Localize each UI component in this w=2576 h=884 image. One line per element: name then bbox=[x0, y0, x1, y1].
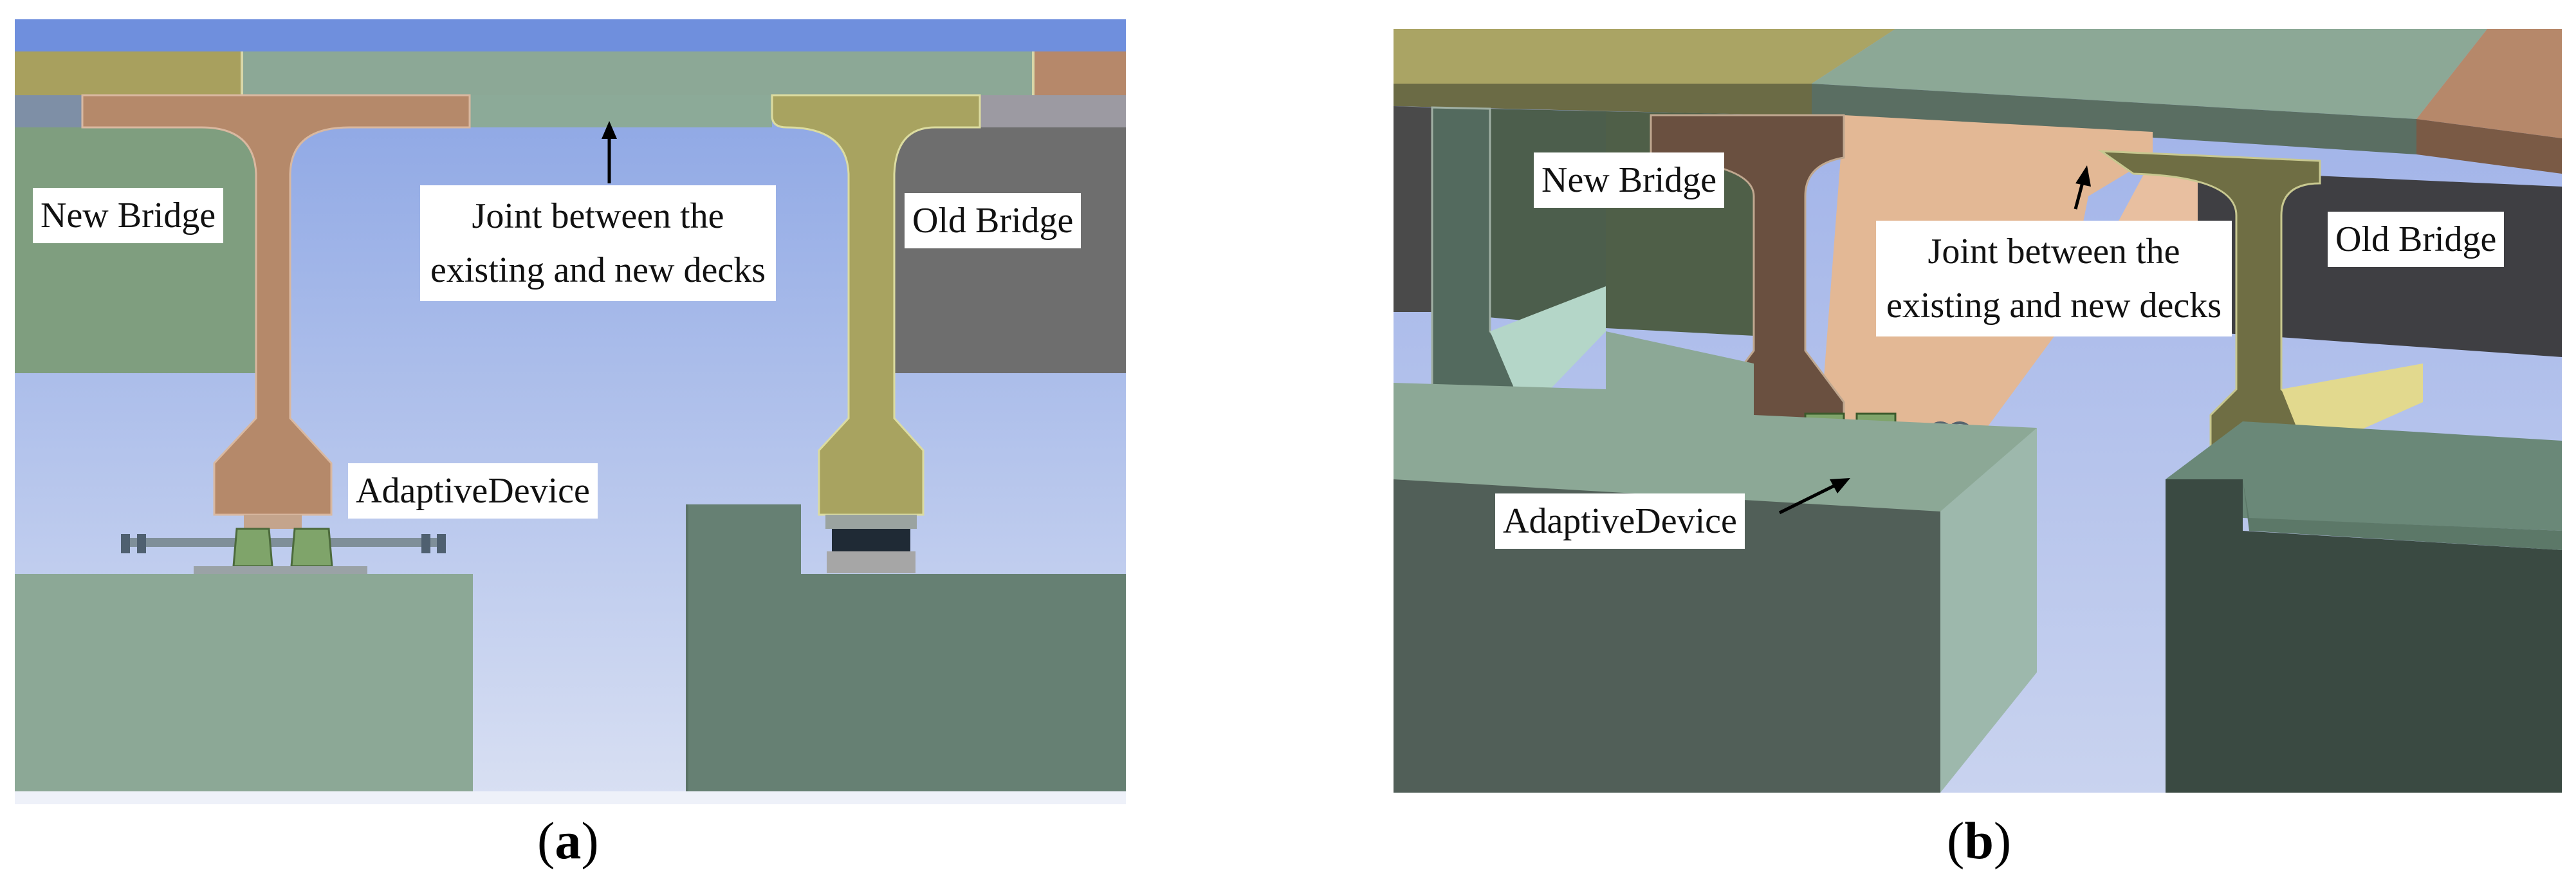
new-bridge-girder bbox=[81, 94, 471, 516]
new-bridge-pier bbox=[15, 574, 473, 804]
new-bridge-pier-side bbox=[1940, 428, 2037, 793]
new-bridge-bearing bbox=[244, 515, 302, 529]
old-bridge-label: Old Bridge bbox=[2328, 212, 2505, 267]
joint-arrow bbox=[2074, 180, 2085, 210]
adaptive-device-label: AdaptiveDevice bbox=[1495, 493, 1745, 549]
joint-label: Joint between the existing and new decks bbox=[1876, 221, 2232, 336]
caption-b: (b) bbox=[1947, 811, 2012, 870]
new-bridge-label: New Bridge bbox=[1534, 152, 1725, 208]
panel-b-drawing bbox=[1394, 29, 2562, 793]
panel-b-perspective-view: New Bridge Old Bridge Joint between the … bbox=[1394, 29, 2562, 793]
old-bridge-girder bbox=[2097, 150, 2321, 455]
panel-a-drawing bbox=[15, 19, 1126, 804]
old-bridge-pier bbox=[687, 504, 1126, 804]
joint-arrowhead bbox=[602, 121, 617, 139]
joint-label: Joint between the existing and new decks bbox=[420, 185, 776, 301]
old-bridge-girder bbox=[771, 94, 981, 516]
joint-arrowhead bbox=[2075, 165, 2091, 187]
new-bridge-pier-front bbox=[1394, 479, 1940, 793]
top-band bbox=[15, 19, 1126, 51]
caption-a: (a) bbox=[537, 811, 599, 870]
new-bridge-label: New Bridge bbox=[33, 188, 224, 243]
old-bridge-box bbox=[890, 127, 1126, 373]
adaptive-device-label: AdaptiveDevice bbox=[348, 463, 598, 519]
old-bridge-label: Old Bridge bbox=[905, 193, 1081, 248]
old-bridge-bearing-plate bbox=[827, 551, 915, 573]
joint-strip bbox=[470, 95, 772, 127]
deck bbox=[15, 51, 1126, 127]
old-bridge-pier-top bbox=[2166, 421, 2562, 563]
middle-deck-top bbox=[1812, 29, 2487, 119]
old-deck-top bbox=[1394, 29, 1895, 84]
new-deck-top bbox=[2416, 29, 2562, 138]
device-arrowhead bbox=[1830, 478, 1850, 493]
device-arrow bbox=[1778, 484, 1835, 515]
adaptive-device-drawing bbox=[121, 528, 446, 574]
old-bridge-bearing-core bbox=[832, 529, 910, 551]
old-bridge-bearing-top bbox=[825, 515, 917, 529]
panel-a-side-view: New Bridge Old Bridge Joint between the … bbox=[15, 19, 1126, 804]
new-bridge-box bbox=[15, 127, 259, 373]
old-bridge-pier-front bbox=[2166, 479, 2562, 793]
